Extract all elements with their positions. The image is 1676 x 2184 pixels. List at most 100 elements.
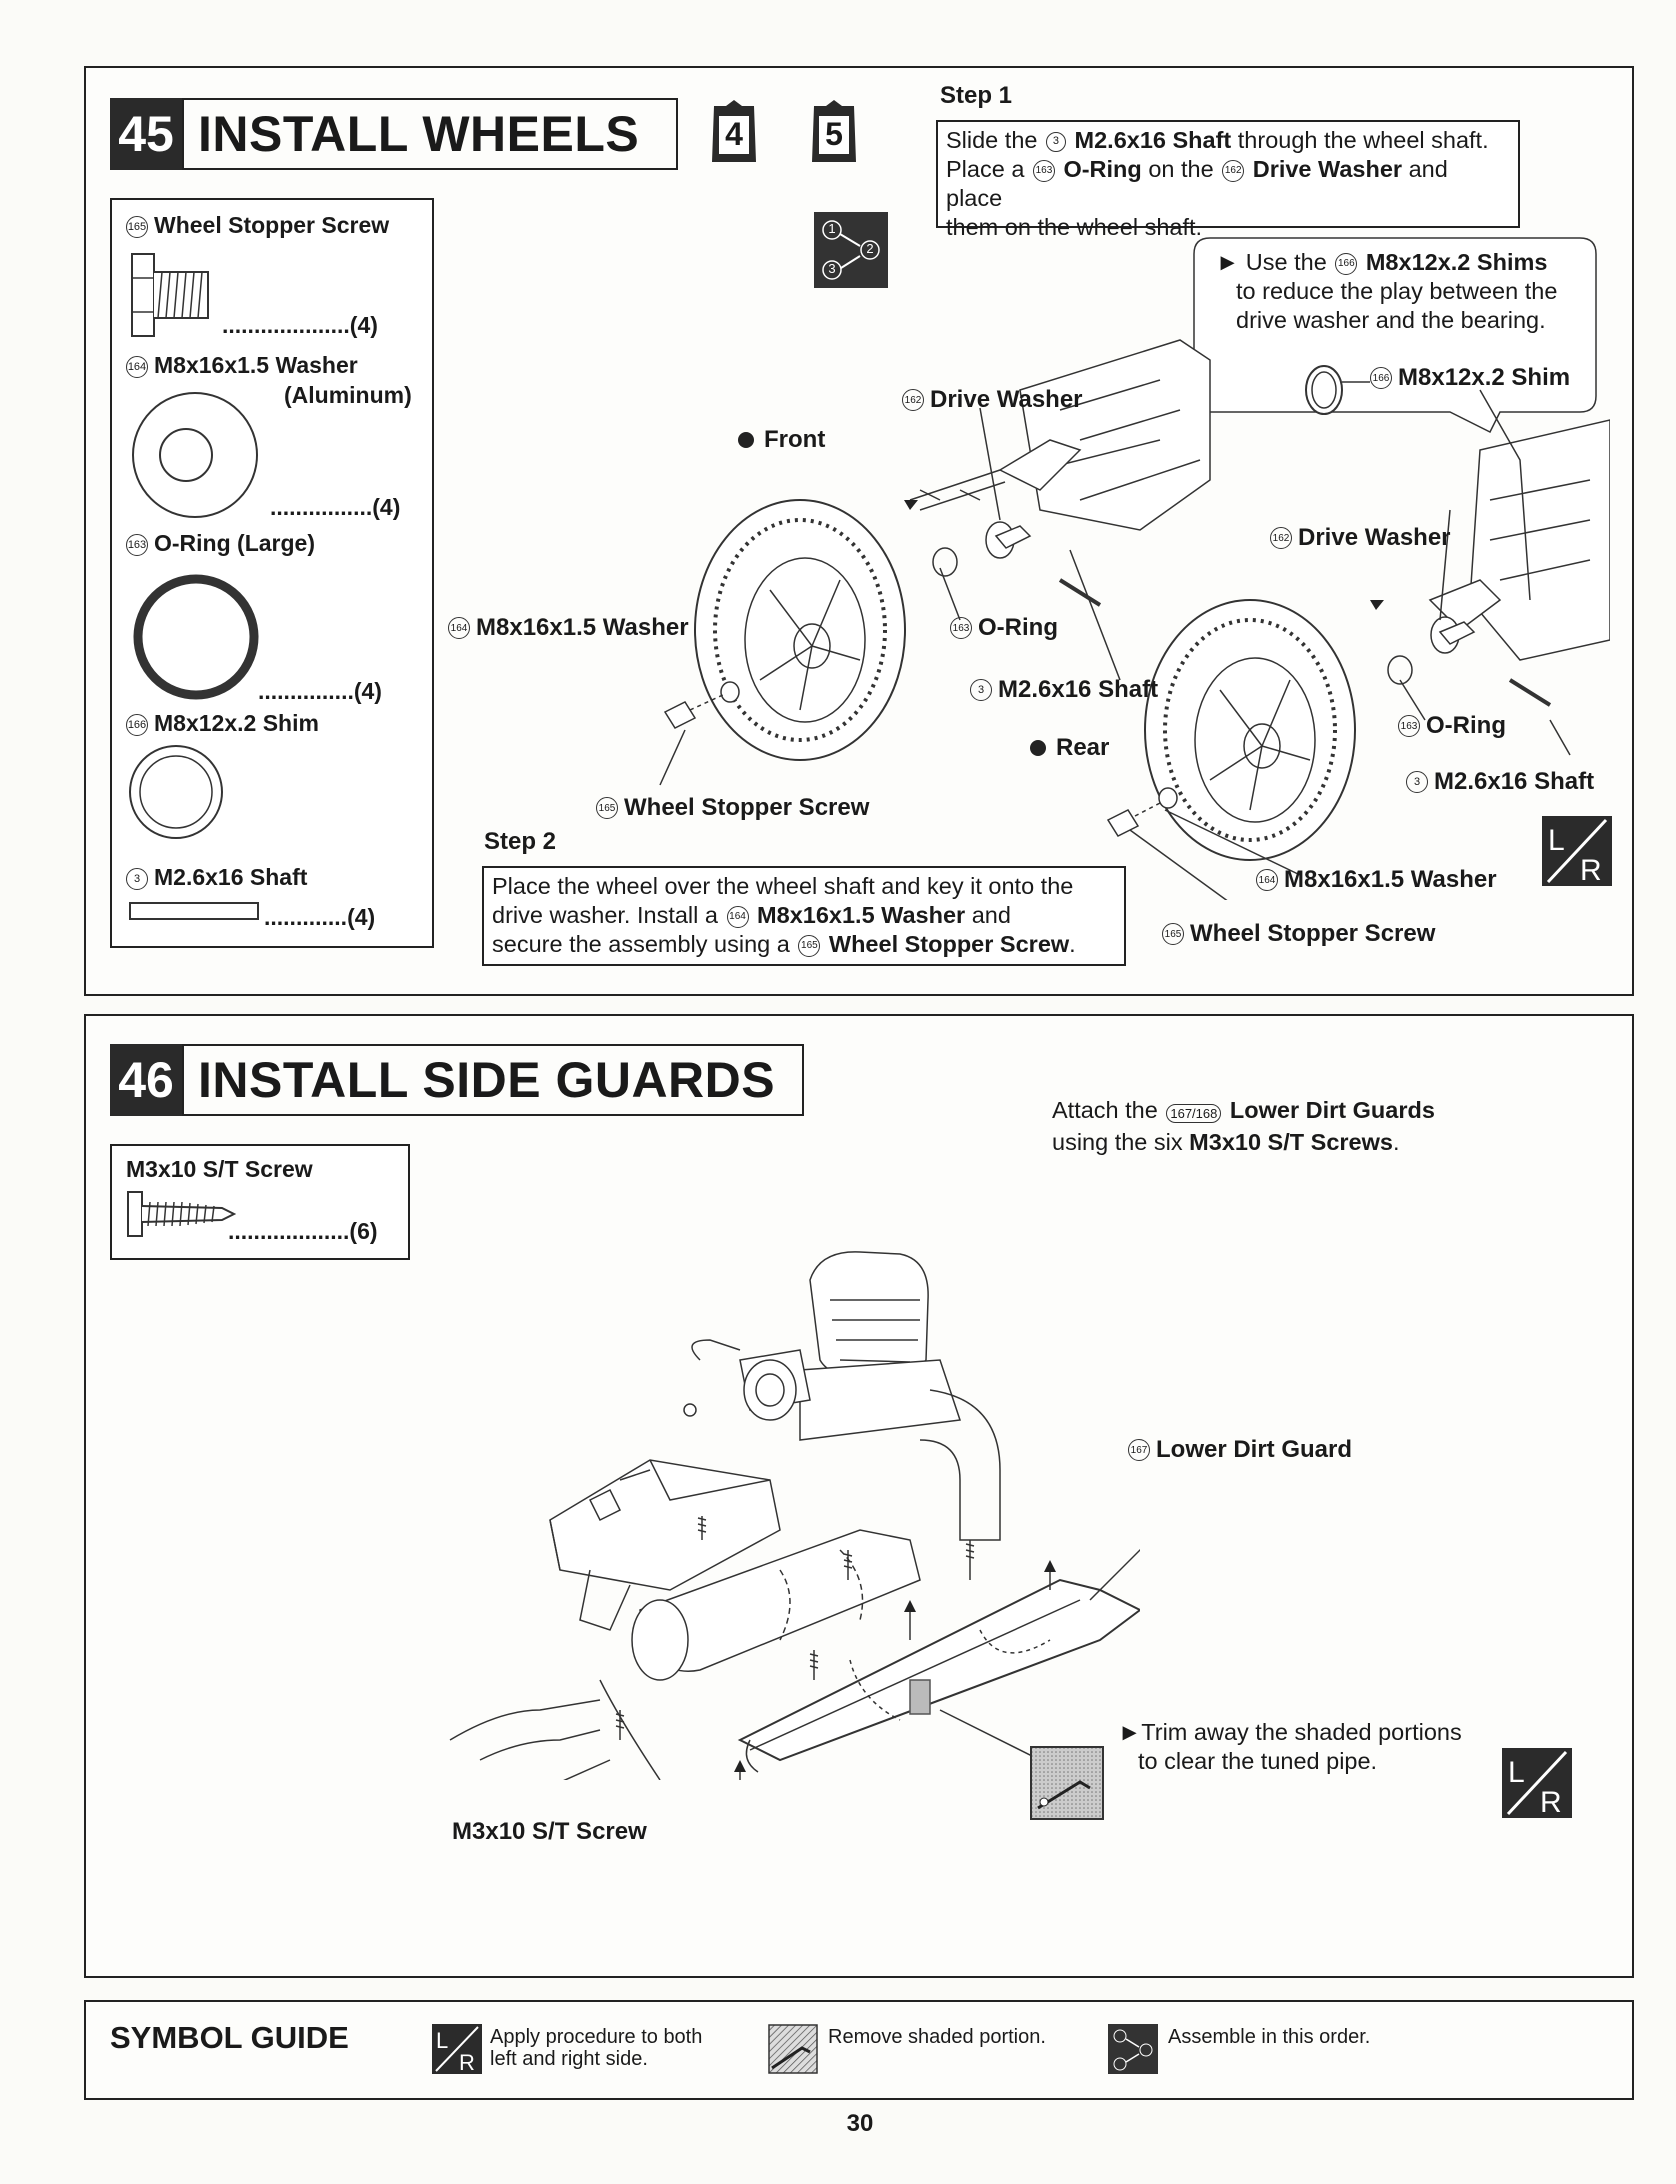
seq-3: 3: [828, 261, 836, 276]
text: Attach the: [1052, 1097, 1158, 1123]
part-name: M8x16x1.5 Washer: [154, 352, 358, 378]
step-2-line-3: secure the assembly using a 165 Wheel St…: [492, 930, 1116, 959]
trim-line-2: to clear the tuned pipe.: [1138, 1748, 1378, 1774]
text: O-Ring: [1426, 712, 1506, 739]
svg-text:R: R: [1540, 1786, 1562, 1818]
trim-note: ►Trim away the shaded portions to clear …: [1118, 1718, 1462, 1776]
text: M8x16x1.5 Washer: [476, 614, 689, 641]
part-qty: ....................(4): [222, 312, 378, 338]
bag-number: 4: [725, 116, 743, 152]
bag-number: 5: [825, 116, 843, 152]
text: left and right side.: [490, 2048, 648, 2070]
front-drive-washer-label: 162 Drive Washer: [902, 386, 1083, 414]
lower-dirt-guard-label: 167 Lower Dirt Guard: [1128, 1436, 1352, 1464]
part-number: 3: [970, 679, 992, 701]
step-2-title: Step 2: [484, 828, 557, 855]
text: and: [971, 902, 1011, 928]
shim-icon: [129, 745, 223, 839]
text: Wheel Stopper Screw: [624, 794, 870, 821]
text: on the: [1148, 156, 1214, 182]
part-number: 163: [1398, 715, 1420, 737]
bullet-icon: [1030, 740, 1046, 756]
part-number: 164: [448, 617, 470, 639]
step-2-instructions: Place the wheel over the wheel shaft and…: [482, 866, 1126, 966]
arrow-icon: ►: [1118, 1719, 1142, 1745]
front-screw-label: 165 Wheel Stopper Screw: [596, 794, 869, 822]
text: .: [1392, 1129, 1400, 1155]
text: Place a: [946, 156, 1025, 182]
shaft-icon: [129, 902, 259, 920]
bag-icon-4: 4: [708, 96, 760, 166]
text: using the six: [1052, 1129, 1183, 1155]
step-46-line-1: Attach the 167/168 Lower Dirt Guards: [1052, 1096, 1435, 1128]
note-bubble: [1193, 237, 1597, 434]
text: secure the assembly using a: [492, 931, 790, 957]
svg-text:R: R: [1580, 854, 1602, 886]
step-1-line-2: Place a 163 O-Ring on the 162 Drive Wash…: [946, 155, 1510, 213]
part-qty: ...................(6): [228, 1218, 378, 1244]
text: Slide the: [946, 127, 1038, 153]
part-number: 165: [1162, 923, 1184, 945]
part-washer-aluminum: 164 M8x16x1.5 Washer: [126, 352, 358, 379]
step-number-46: 46: [110, 1044, 182, 1116]
washer-icon: [132, 392, 258, 518]
part-name: M8x16x1.5 Washer: [757, 902, 966, 928]
text: Use the: [1245, 249, 1327, 275]
remove-shaded-icon: [768, 2024, 818, 2074]
part-number: 166: [1335, 252, 1358, 275]
part-number: 165: [596, 797, 618, 819]
svg-text:L: L: [436, 2028, 448, 2053]
step-number-45: 45: [110, 98, 182, 170]
text: O-Ring: [978, 614, 1058, 641]
part-number: 165: [798, 934, 821, 957]
part-number: 164: [1256, 869, 1278, 891]
rear-drive-washer-label: 162 Drive Washer: [1270, 524, 1451, 552]
part-washer-material: (Aluminum): [284, 382, 412, 408]
part-name: M2.6x16 Shaft: [1074, 127, 1232, 153]
part-name: O-Ring (Large): [154, 530, 315, 556]
self-tapping-screw-icon: [127, 1191, 236, 1237]
rear-o-ring-label: 163 O-Ring: [1398, 712, 1506, 740]
part-name: M8x12x.2 Shims: [1365, 249, 1548, 275]
arrow-icon: ►: [1216, 249, 1240, 275]
front-label: Front: [738, 426, 825, 454]
rear-washer-label: 164 M8x16x1.5 Washer: [1256, 866, 1497, 894]
symbol-guide-title: SYMBOL GUIDE: [110, 2020, 349, 2055]
step-2-line-1: Place the wheel over the wheel shaft and…: [492, 873, 1074, 899]
svg-text:R: R: [459, 2050, 475, 2074]
svg-text:L: L: [1508, 1756, 1525, 1789]
seq-1: 1: [828, 221, 836, 236]
shim-callout: 166 M8x12x.2 Shim: [1370, 364, 1570, 392]
lr-description: Apply procedure to both left and right s…: [490, 2026, 702, 2070]
wheel-assembly-illustration: [659, 339, 1610, 900]
part-number: 164: [126, 355, 148, 378]
part-number: 162: [1270, 527, 1292, 549]
page-number: 30: [846, 2110, 874, 2137]
note-text: ► Use the 166 M8x12x.2 Shims to reduce t…: [1216, 248, 1557, 335]
shim-small-icon: [1305, 365, 1370, 415]
part-number: 163: [1032, 159, 1055, 182]
bullet-icon: [738, 432, 754, 448]
part-name: M2.6x16 Shaft: [154, 864, 308, 890]
front-shaft-label: 3 M2.6x16 Shaft: [970, 676, 1158, 704]
part-number: 164: [726, 905, 749, 928]
step-1-line-3: them on the wheel shaft.: [946, 214, 1203, 240]
left-right-icon: L R: [1542, 816, 1612, 886]
step-1-instructions: Slide the 3 M2.6x16 Shaft through the wh…: [936, 120, 1520, 240]
left-right-icon: L R: [432, 2024, 482, 2074]
text: Apply procedure to both: [490, 2026, 703, 2048]
note-line-1: ► Use the 166 M8x12x.2 Shims: [1216, 248, 1557, 277]
text: Drive Washer: [930, 386, 1083, 413]
part-numbers: 167/168: [1166, 1104, 1222, 1123]
step-46-instructions: Attach the 167/168 Lower Dirt Guards usi…: [1052, 1096, 1435, 1157]
trim-detail-icon: [1030, 1746, 1104, 1820]
hex-screw-icon: [131, 253, 209, 337]
step-1-title: Step 1: [940, 82, 1013, 109]
text: Wheel Stopper Screw: [1190, 920, 1436, 947]
side-guard-illustration: [449, 1251, 1140, 1780]
part-number: 163: [950, 617, 972, 639]
